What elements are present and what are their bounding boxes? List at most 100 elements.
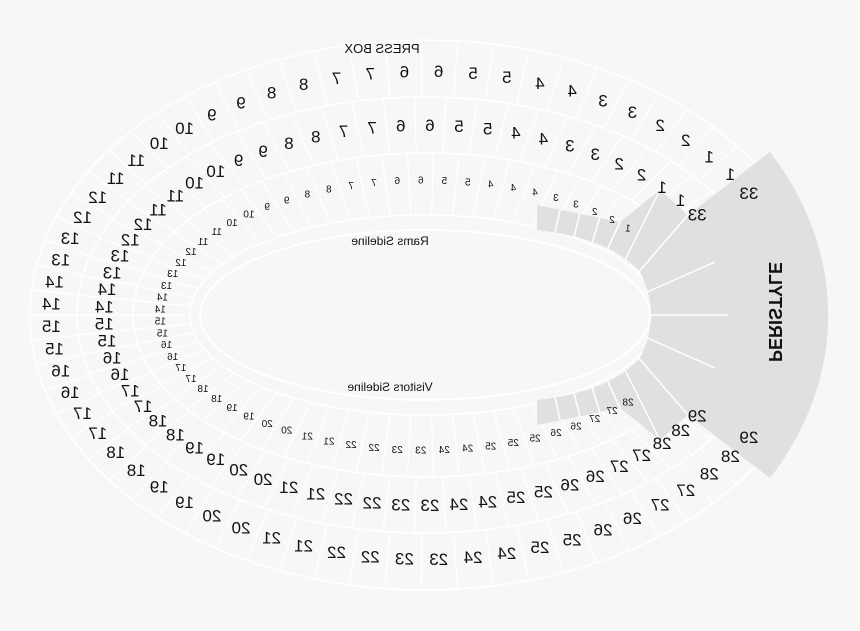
section-middle-19[interactable]: 19 [206, 450, 225, 469]
section-lower-21[interactable]: 21 [301, 432, 313, 443]
section-lower-9[interactable]: 9 [283, 195, 289, 206]
section-upper-25[interactable]: 25 [530, 538, 549, 557]
section-upper-21[interactable]: 21 [262, 529, 281, 548]
section-middle-21[interactable]: 21 [279, 478, 298, 497]
section-middle-24[interactable]: 24 [478, 492, 497, 511]
section-upper-26[interactable]: 26 [594, 521, 613, 540]
section-lower-8[interactable]: 8 [304, 190, 310, 201]
section-lower-6[interactable]: 6 [418, 176, 424, 187]
section-lower-5[interactable]: 5 [464, 177, 470, 188]
section-lower-4[interactable]: 4 [532, 188, 538, 199]
section-upper-10[interactable]: 10 [150, 134, 169, 153]
section-lower-26[interactable]: 26 [570, 422, 582, 433]
section-lower-10[interactable]: 10 [243, 210, 255, 221]
section-upper-8[interactable]: 8 [267, 83, 276, 102]
section-middle-10[interactable]: 10 [185, 174, 204, 193]
section-lower-14[interactable]: 14 [154, 305, 166, 316]
section-middle-2[interactable]: 2 [614, 155, 623, 174]
section-upper-12[interactable]: 12 [73, 208, 92, 227]
section-middle-10[interactable]: 10 [206, 162, 225, 181]
section-middle-1[interactable]: 1 [676, 191, 685, 210]
section-lower-16[interactable]: 16 [161, 340, 173, 351]
section-middle-9[interactable]: 9 [234, 151, 243, 170]
section-middle-24[interactable]: 24 [449, 495, 468, 514]
section-lower-14[interactable]: 14 [156, 293, 168, 304]
section-middle-18[interactable]: 18 [149, 412, 168, 431]
section-middle-27[interactable]: 27 [610, 457, 629, 476]
section-lower-22[interactable]: 22 [368, 443, 380, 454]
section-middle-4[interactable]: 4 [539, 129, 548, 148]
section-upper-3[interactable]: 3 [598, 91, 607, 110]
section-middle-25[interactable]: 25 [506, 488, 525, 507]
section-middle-22[interactable]: 22 [363, 493, 382, 512]
section-lower-13[interactable]: 13 [167, 269, 179, 280]
section-lower-25[interactable]: 25 [529, 433, 541, 444]
section-upper-15[interactable]: 15 [45, 340, 64, 359]
section-lower-10[interactable]: 10 [226, 218, 238, 229]
section-upper-1[interactable]: 1 [726, 165, 735, 184]
section-middle-14[interactable]: 14 [95, 297, 114, 316]
section-lower-15[interactable]: 15 [156, 328, 168, 339]
section-lower-12[interactable]: 12 [185, 247, 197, 258]
section-upper-5[interactable]: 5 [468, 64, 477, 83]
section-middle-18[interactable]: 18 [166, 425, 185, 444]
section-lower-7[interactable]: 7 [348, 181, 354, 192]
section-lower-16[interactable]: 16 [167, 352, 179, 363]
section-lower-21[interactable]: 21 [323, 436, 335, 447]
section-upper-18[interactable]: 18 [127, 461, 146, 480]
section-upper-13[interactable]: 13 [61, 229, 80, 248]
section-lower-1[interactable]: 1 [625, 224, 631, 235]
section-upper-4[interactable]: 4 [535, 74, 544, 93]
section-upper-24[interactable]: 24 [497, 544, 516, 563]
section-upper-11[interactable]: 11 [107, 169, 125, 188]
section-upper-9[interactable]: 9 [236, 94, 245, 113]
section-middle-6[interactable]: 6 [425, 116, 434, 135]
section-middle-17[interactable]: 17 [134, 397, 153, 416]
section-upper-14[interactable]: 14 [45, 272, 64, 291]
section-lower-4[interactable]: 4 [487, 180, 493, 191]
section-lower-2[interactable]: 2 [591, 207, 597, 218]
section-upper-29[interactable]: 29 [739, 428, 758, 447]
section-middle-23[interactable]: 23 [391, 495, 410, 514]
section-lower-15[interactable]: 15 [154, 317, 166, 328]
section-lower-7[interactable]: 7 [371, 178, 377, 189]
section-upper-22[interactable]: 22 [361, 547, 380, 566]
section-middle-15[interactable]: 15 [98, 332, 117, 351]
section-lower-27[interactable]: 27 [589, 414, 601, 425]
section-upper-24[interactable]: 24 [464, 548, 483, 567]
section-lower-24[interactable]: 24 [438, 445, 450, 456]
section-upper-15[interactable]: 15 [42, 317, 61, 336]
section-lower-22[interactable]: 22 [345, 440, 357, 451]
section-middle-21[interactable]: 21 [306, 485, 325, 504]
section-middle-28[interactable]: 28 [671, 421, 690, 440]
section-upper-17[interactable]: 17 [88, 424, 107, 443]
section-upper-20[interactable]: 20 [232, 518, 251, 537]
section-lower-4[interactable]: 4 [510, 183, 516, 194]
section-lower-23[interactable]: 23 [415, 446, 427, 457]
section-lower-19[interactable]: 19 [226, 403, 238, 414]
section-upper-19[interactable]: 19 [150, 478, 169, 497]
section-upper-33[interactable]: 33 [739, 184, 758, 203]
section-upper-16[interactable]: 16 [51, 362, 70, 381]
section-middle-15[interactable]: 15 [95, 315, 114, 334]
section-lower-12[interactable]: 12 [175, 258, 187, 269]
section-upper-20[interactable]: 20 [202, 507, 221, 526]
section-middle-11[interactable]: 11 [149, 200, 167, 219]
section-middle-8[interactable]: 8 [284, 134, 293, 153]
section-lower-27[interactable]: 27 [606, 406, 618, 417]
section-upper-19[interactable]: 19 [175, 493, 194, 512]
section-middle-7[interactable]: 7 [339, 122, 348, 141]
section-upper-4[interactable]: 4 [567, 82, 576, 101]
section-upper-7[interactable]: 7 [332, 69, 341, 88]
section-middle-22[interactable]: 22 [334, 490, 353, 509]
section-upper-6[interactable]: 6 [434, 62, 443, 81]
section-middle-29[interactable]: 29 [688, 407, 707, 426]
section-lower-5[interactable]: 5 [441, 176, 447, 187]
section-middle-12[interactable]: 12 [134, 215, 153, 234]
section-middle-3[interactable]: 3 [565, 136, 574, 155]
section-middle-20[interactable]: 20 [229, 461, 248, 480]
section-lower-11[interactable]: 11 [211, 227, 222, 238]
section-upper-28[interactable]: 28 [700, 465, 719, 484]
section-upper-10[interactable]: 10 [175, 119, 194, 138]
section-upper-2[interactable]: 2 [681, 131, 690, 150]
